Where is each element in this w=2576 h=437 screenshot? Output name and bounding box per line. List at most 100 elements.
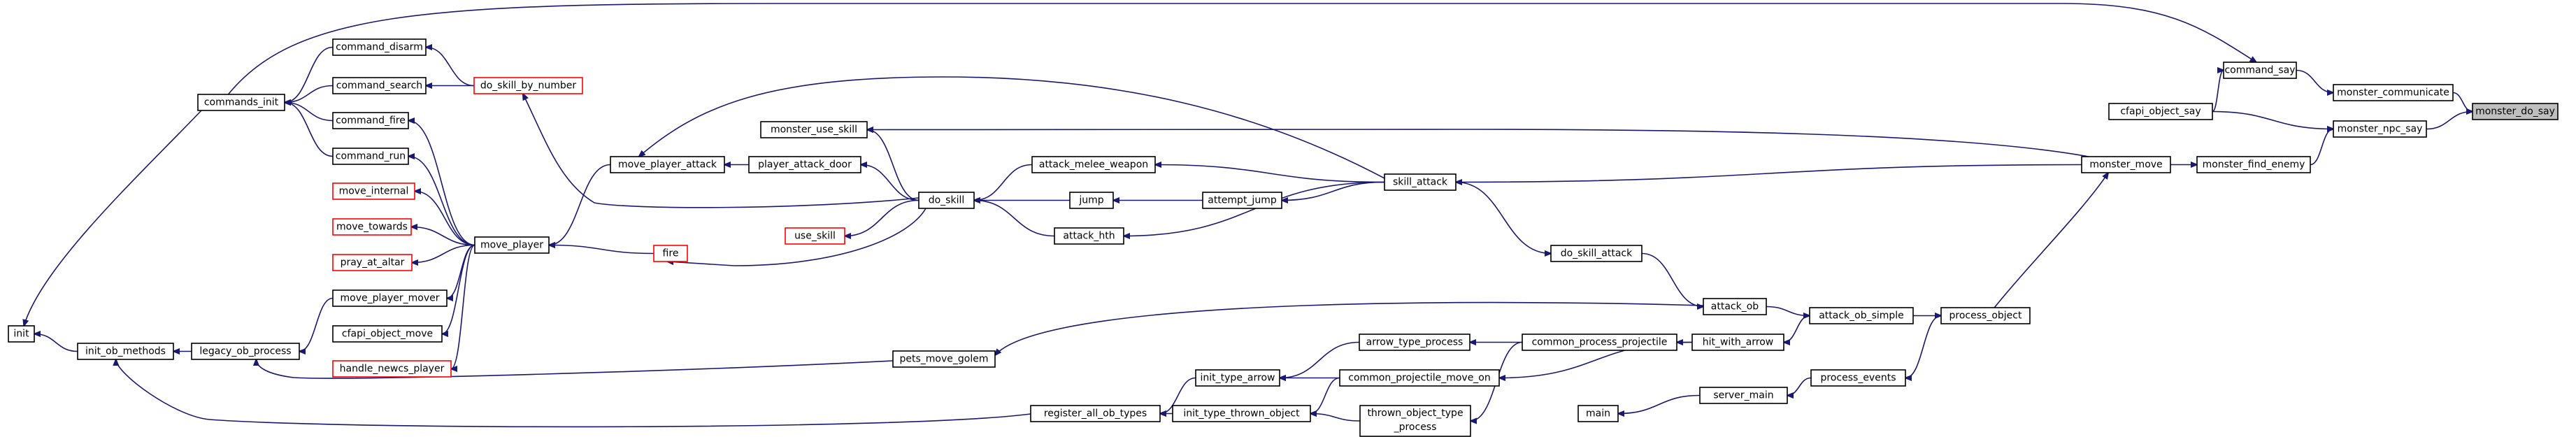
node-arrow-type-process[interactable]: arrow_type_process xyxy=(1359,334,1471,351)
node-init-ob-methods[interactable]: init_ob_methods xyxy=(77,343,174,360)
node-move-towards[interactable]: move_towards xyxy=(332,218,412,236)
edge-init-ob-methods-to-init xyxy=(34,334,78,352)
node-command-disarm[interactable]: command_disarm xyxy=(332,38,427,56)
node-label: monster_find_enemy xyxy=(2203,159,2305,171)
node-monster-move[interactable]: monster_move xyxy=(2081,156,2171,173)
node-init-type-arrow[interactable]: init_type_arrow xyxy=(1195,369,1280,387)
node-label: handle_newcs_player xyxy=(340,364,445,375)
node-label: command_disarm xyxy=(336,42,423,53)
node-box xyxy=(1031,156,1156,173)
node-monster-npc-say[interactable]: monster_npc_say xyxy=(2333,120,2427,138)
edge-do-skill-to-use-skill xyxy=(845,199,920,236)
edge-do-skill-attack-to-attack-ob xyxy=(1641,252,1703,307)
node-main[interactable]: main xyxy=(1577,405,1619,422)
node-move-player[interactable]: move_player xyxy=(474,236,550,254)
edge-move-player-mover-to-legacy-ob-process xyxy=(299,297,334,352)
node-box xyxy=(332,360,452,378)
node-do-skill-by-number[interactable]: do_skill_by_number xyxy=(473,77,583,94)
node-commands-init[interactable]: commands_init xyxy=(197,94,285,111)
edge-move-player-to-cfapi-object-move xyxy=(442,244,475,334)
node-box xyxy=(1703,298,1767,315)
node-cfapi-object-say[interactable]: cfapi_object_say xyxy=(2108,103,2213,120)
node-attack-ob-simple[interactable]: attack_ob_simple xyxy=(1809,307,1914,324)
edge-attack-hth-to-do-skill xyxy=(974,201,1055,237)
edge-move-player-to-command-run xyxy=(408,157,475,246)
node-cfapi-object-move[interactable]: cfapi_object_move xyxy=(332,325,443,343)
node-box xyxy=(332,218,412,236)
node-move-internal[interactable]: move_internal xyxy=(332,182,415,200)
node-box xyxy=(1069,192,1114,209)
node-legacy-ob-process[interactable]: legacy_ob_process xyxy=(191,343,300,360)
node-do-skill-attack[interactable]: do_skill_attack xyxy=(1550,245,1643,262)
node-server-main[interactable]: server_main xyxy=(1699,387,1788,404)
node-command-say[interactable]: command_say xyxy=(2223,62,2297,79)
node-process-object[interactable]: process_object xyxy=(1940,307,2031,324)
node-box xyxy=(1384,173,1457,191)
node-init-type-thrown-object[interactable]: init_type_thrown_object xyxy=(1172,405,1311,422)
edge-process-events-to-server-main xyxy=(1787,377,1812,396)
node-init[interactable]: init xyxy=(8,325,35,343)
node-jump[interactable]: jump xyxy=(1069,192,1114,209)
node-use-skill[interactable]: use_skill xyxy=(785,227,845,245)
node-move-player-attack[interactable]: move_player_attack xyxy=(610,156,725,173)
node-command-fire[interactable]: command_fire xyxy=(332,112,409,129)
node-box xyxy=(610,156,725,173)
node-attack-hth[interactable]: attack_hth xyxy=(1054,227,1124,245)
node-command-run[interactable]: command_run xyxy=(332,148,409,165)
node-label: monster_move xyxy=(2089,159,2162,171)
node-label: do_skill_by_number xyxy=(480,80,577,92)
node-box xyxy=(332,38,427,56)
node-box xyxy=(332,112,409,129)
node-box xyxy=(332,182,415,200)
node-label: command_say xyxy=(2224,65,2295,76)
node-label: hit_with_arrow xyxy=(1703,337,1774,348)
node-fire[interactable]: fire xyxy=(653,245,688,262)
node-skill-attack[interactable]: skill_attack xyxy=(1384,173,1457,191)
node-box xyxy=(332,148,409,165)
node-label: move_towards xyxy=(336,222,408,233)
node-register-all-ob-types[interactable]: register_all_ob_types xyxy=(1030,405,1161,422)
edge-process-object-to-monster-move xyxy=(1994,173,2108,308)
node-box xyxy=(760,121,868,138)
node-move-player-mover[interactable]: move_player_mover xyxy=(332,289,448,307)
node-box xyxy=(653,245,688,262)
node-handle-newcs-player[interactable]: handle_newcs_player xyxy=(332,360,452,378)
node-attempt-jump[interactable]: attempt_jump xyxy=(1202,192,1282,209)
node-monster-do-say[interactable]: monster_do_say xyxy=(2472,103,2559,120)
node-monster-communicate[interactable]: monster_communicate xyxy=(2333,84,2454,101)
edge-process-object-to-process-events xyxy=(1905,315,1942,378)
edge-do-skill-to-monster-use-skill xyxy=(867,130,920,201)
node-process-events[interactable]: process_events xyxy=(1810,369,1906,387)
node-common-projectile-move-on[interactable]: common_projectile_move_on xyxy=(1339,369,1500,387)
node-pets-move-golem[interactable]: pets_move_golem xyxy=(892,350,996,368)
edge-cfapi-object-say-to-command-say xyxy=(2212,71,2224,113)
node-attack-ob[interactable]: attack_ob xyxy=(1703,298,1767,315)
node-command-search[interactable]: command_search xyxy=(332,77,427,94)
node-common-process-projectile[interactable]: common_process_projectile xyxy=(1522,334,1677,351)
node-monster-find-enemy[interactable]: monster_find_enemy xyxy=(2196,156,2311,173)
node-box xyxy=(332,325,443,343)
edge-cfapi-object-say-to-monster-npc-say xyxy=(2212,110,2333,129)
node-hit-with-arrow[interactable]: hit_with_arrow xyxy=(1691,334,1784,351)
node-box xyxy=(473,77,583,94)
node-thrown-object-type-process[interactable]: thrown_object_type_process xyxy=(1359,405,1471,437)
node-pray-at-altar[interactable]: pray_at_altar xyxy=(332,254,413,271)
node-monster-use-skill[interactable]: monster_use_skill xyxy=(760,121,868,138)
node-box xyxy=(748,156,861,173)
edge-move-player-to-pray-at-altar xyxy=(412,244,475,263)
edge-command-run-to-commands-init xyxy=(285,103,334,157)
node-do-skill[interactable]: do_skill xyxy=(918,192,975,209)
node-box xyxy=(2081,156,2171,173)
node-label: attempt_jump xyxy=(1208,195,1277,206)
node-label: command_search xyxy=(336,80,422,92)
node-box xyxy=(2223,62,2297,79)
edge-monster-communicate-to-monster-do-say xyxy=(2452,92,2473,112)
node-player-attack-door[interactable]: player_attack_door xyxy=(748,156,861,173)
node-label: attack_melee_weapon xyxy=(1039,159,1148,171)
node-attack-melee-weapon[interactable]: attack_melee_weapon xyxy=(1031,156,1156,173)
node-label: monster_communicate xyxy=(2337,87,2449,99)
node-box xyxy=(332,77,427,94)
node-box xyxy=(1691,334,1784,351)
edge-command-search-to-commands-init xyxy=(285,85,334,103)
node-box xyxy=(1202,192,1282,209)
